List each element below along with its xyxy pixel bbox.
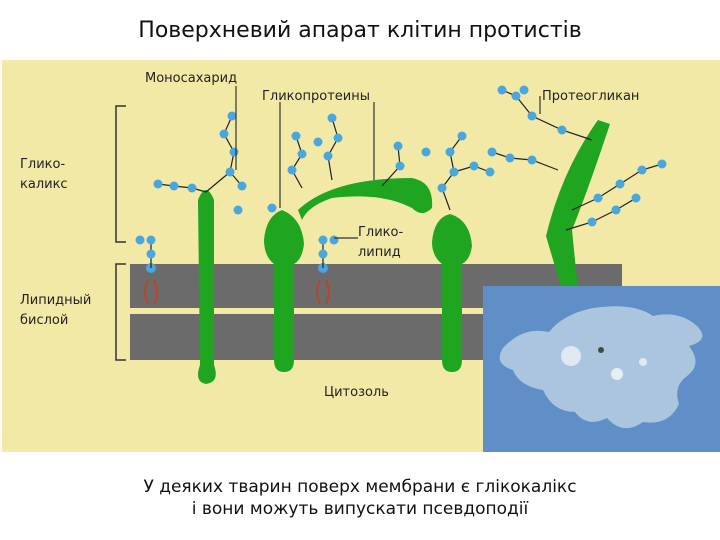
- label-proteoglycan: Протеогликан: [542, 89, 639, 104]
- glycocalyx-bracket: [115, 105, 126, 243]
- proteoglycan: [487, 85, 667, 290]
- transmembrane-protein-2: [264, 210, 304, 372]
- transmembrane-protein-3: [421, 131, 495, 372]
- label-glycolipid-line1: Глико-: [358, 225, 403, 240]
- cell-surface-diagram: Моносахарид Гликопротеины Протеогликан Г…: [2, 60, 720, 452]
- glycolipid-center: [316, 235, 339, 305]
- membrane-gap: [130, 308, 622, 314]
- glycoprotein-arch: [267, 113, 433, 220]
- label-glycocalyx-line1: Глико-: [20, 157, 65, 172]
- caption-line-2: і вони можуть випускати псевдоподії: [191, 499, 529, 519]
- slide-caption: У деяких тварин поверх мембрани є глікок…: [0, 476, 720, 520]
- glycolipid-left: [135, 235, 158, 305]
- caption-line-1: У деяких тварин поверх мембрани є глікок…: [143, 477, 577, 497]
- label-monosaccharide: Моносахарид: [145, 71, 237, 86]
- label-pointers: [235, 86, 541, 239]
- label-glycolipid-line2: липид: [358, 245, 401, 260]
- bilayer-bracket: [115, 263, 126, 361]
- label-glycocalyx-line2: каликс: [20, 177, 68, 192]
- label-cytosol: Цитозоль: [324, 385, 389, 400]
- amoeba-micrograph-icon: [483, 286, 720, 452]
- slide-title: Поверхневий апарат клітин протистів: [138, 18, 582, 43]
- label-lipid-bilayer-line1: Липидный: [20, 293, 91, 308]
- label-lipid-bilayer-line2: бислой: [20, 313, 68, 328]
- label-glycoproteins: Гликопротеины: [262, 89, 370, 104]
